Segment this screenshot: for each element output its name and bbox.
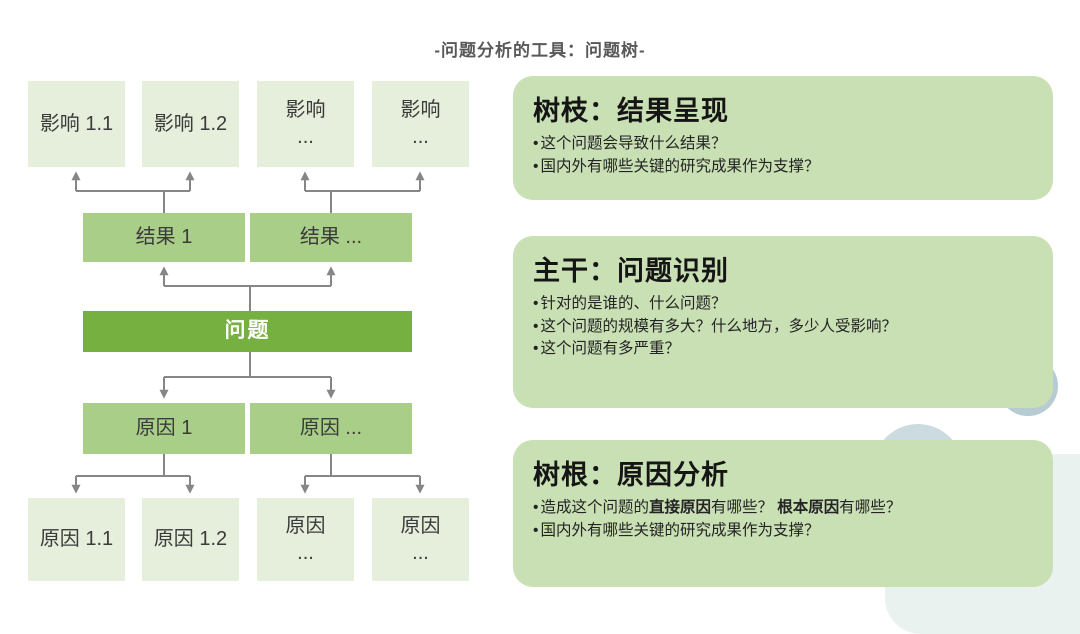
panel-bullets: •针对的是谁的、什么问题？ •这个问题的规模有多大？什么地方，多少人受影响？ •这个… [533,293,1033,360]
effects-box-1: 影响 1.1 [28,81,125,167]
panel-title: 树枝：结果呈现 [533,96,729,126]
causes-box-1: 原因 1 [83,403,245,454]
problem-box-1: 问题 [83,311,412,352]
bullet-item: •这个问题有多严重？ [533,339,680,357]
panel-bullets: •造成这个问题的直接原因有哪些？ 根本原因有哪些？ •国内外有哪些关键的研究成果作… [533,497,1033,542]
results-box-2: 结果 ... [250,213,412,262]
panel-branches: 树枝：结果呈现 •这个问题会导致什么结果？ •国内外有哪些关键的研究成果作为支撑？ [513,76,1053,200]
panel-roots: 树根：原因分析 •造成这个问题的直接原因有哪些？ 根本原因有哪些？ •国内外有哪些… [513,440,1053,587]
bullet-dot: • [533,295,539,313]
panel-title: 主干：问题识别 [533,256,729,286]
bullet-dot: • [533,317,539,335]
panel-title: 树根：原因分析 [533,460,729,490]
results-box-1: 结果 1 [83,213,245,262]
effects-box-4: 影响 ... [372,81,469,167]
panel-trunk: 主干：问题识别 •针对的是谁的、什么问题？ •这个问题的规模有多大？什么地方，多少… [513,236,1053,408]
bullet-item: •造成这个问题的直接原因有哪些？ 根本原因有哪些？ [533,499,902,517]
causes-box-2: 原因 ... [250,403,412,454]
effects-box-3: 影响 ... [257,81,354,167]
bullet-dot: • [533,499,539,517]
bullet-item: •这个问题的规模有多大？什么地方，多少人受影响？ [533,317,897,335]
bullet-item: •国内外有哪些关键的研究成果作为支撑？ [533,521,820,539]
effects-box-2: 影响 1.2 [142,81,239,167]
bullet-item: •针对的是谁的、什么问题？ [533,295,727,313]
bullet-dot: • [533,157,539,175]
page-title: -问题分析的工具：问题树- [434,41,646,60]
panel-bullets: •这个问题会导致什么结果？ •国内外有哪些关键的研究成果作为支撑？ [533,133,1033,178]
bullet-item: •国内外有哪些关键的研究成果作为支撑？ [533,157,820,175]
bullet-item: •这个问题会导致什么结果？ [533,135,727,153]
subcauses-box-1: 原因 1.1 [28,498,125,581]
bullet-dot: • [533,521,539,539]
bullet-dot: • [533,339,539,357]
subcauses-box-3: 原因 ... [257,498,354,581]
bullet-dot: • [533,135,539,153]
subcauses-box-4: 原因 ... [372,498,469,581]
subcauses-box-2: 原因 1.2 [142,498,239,581]
